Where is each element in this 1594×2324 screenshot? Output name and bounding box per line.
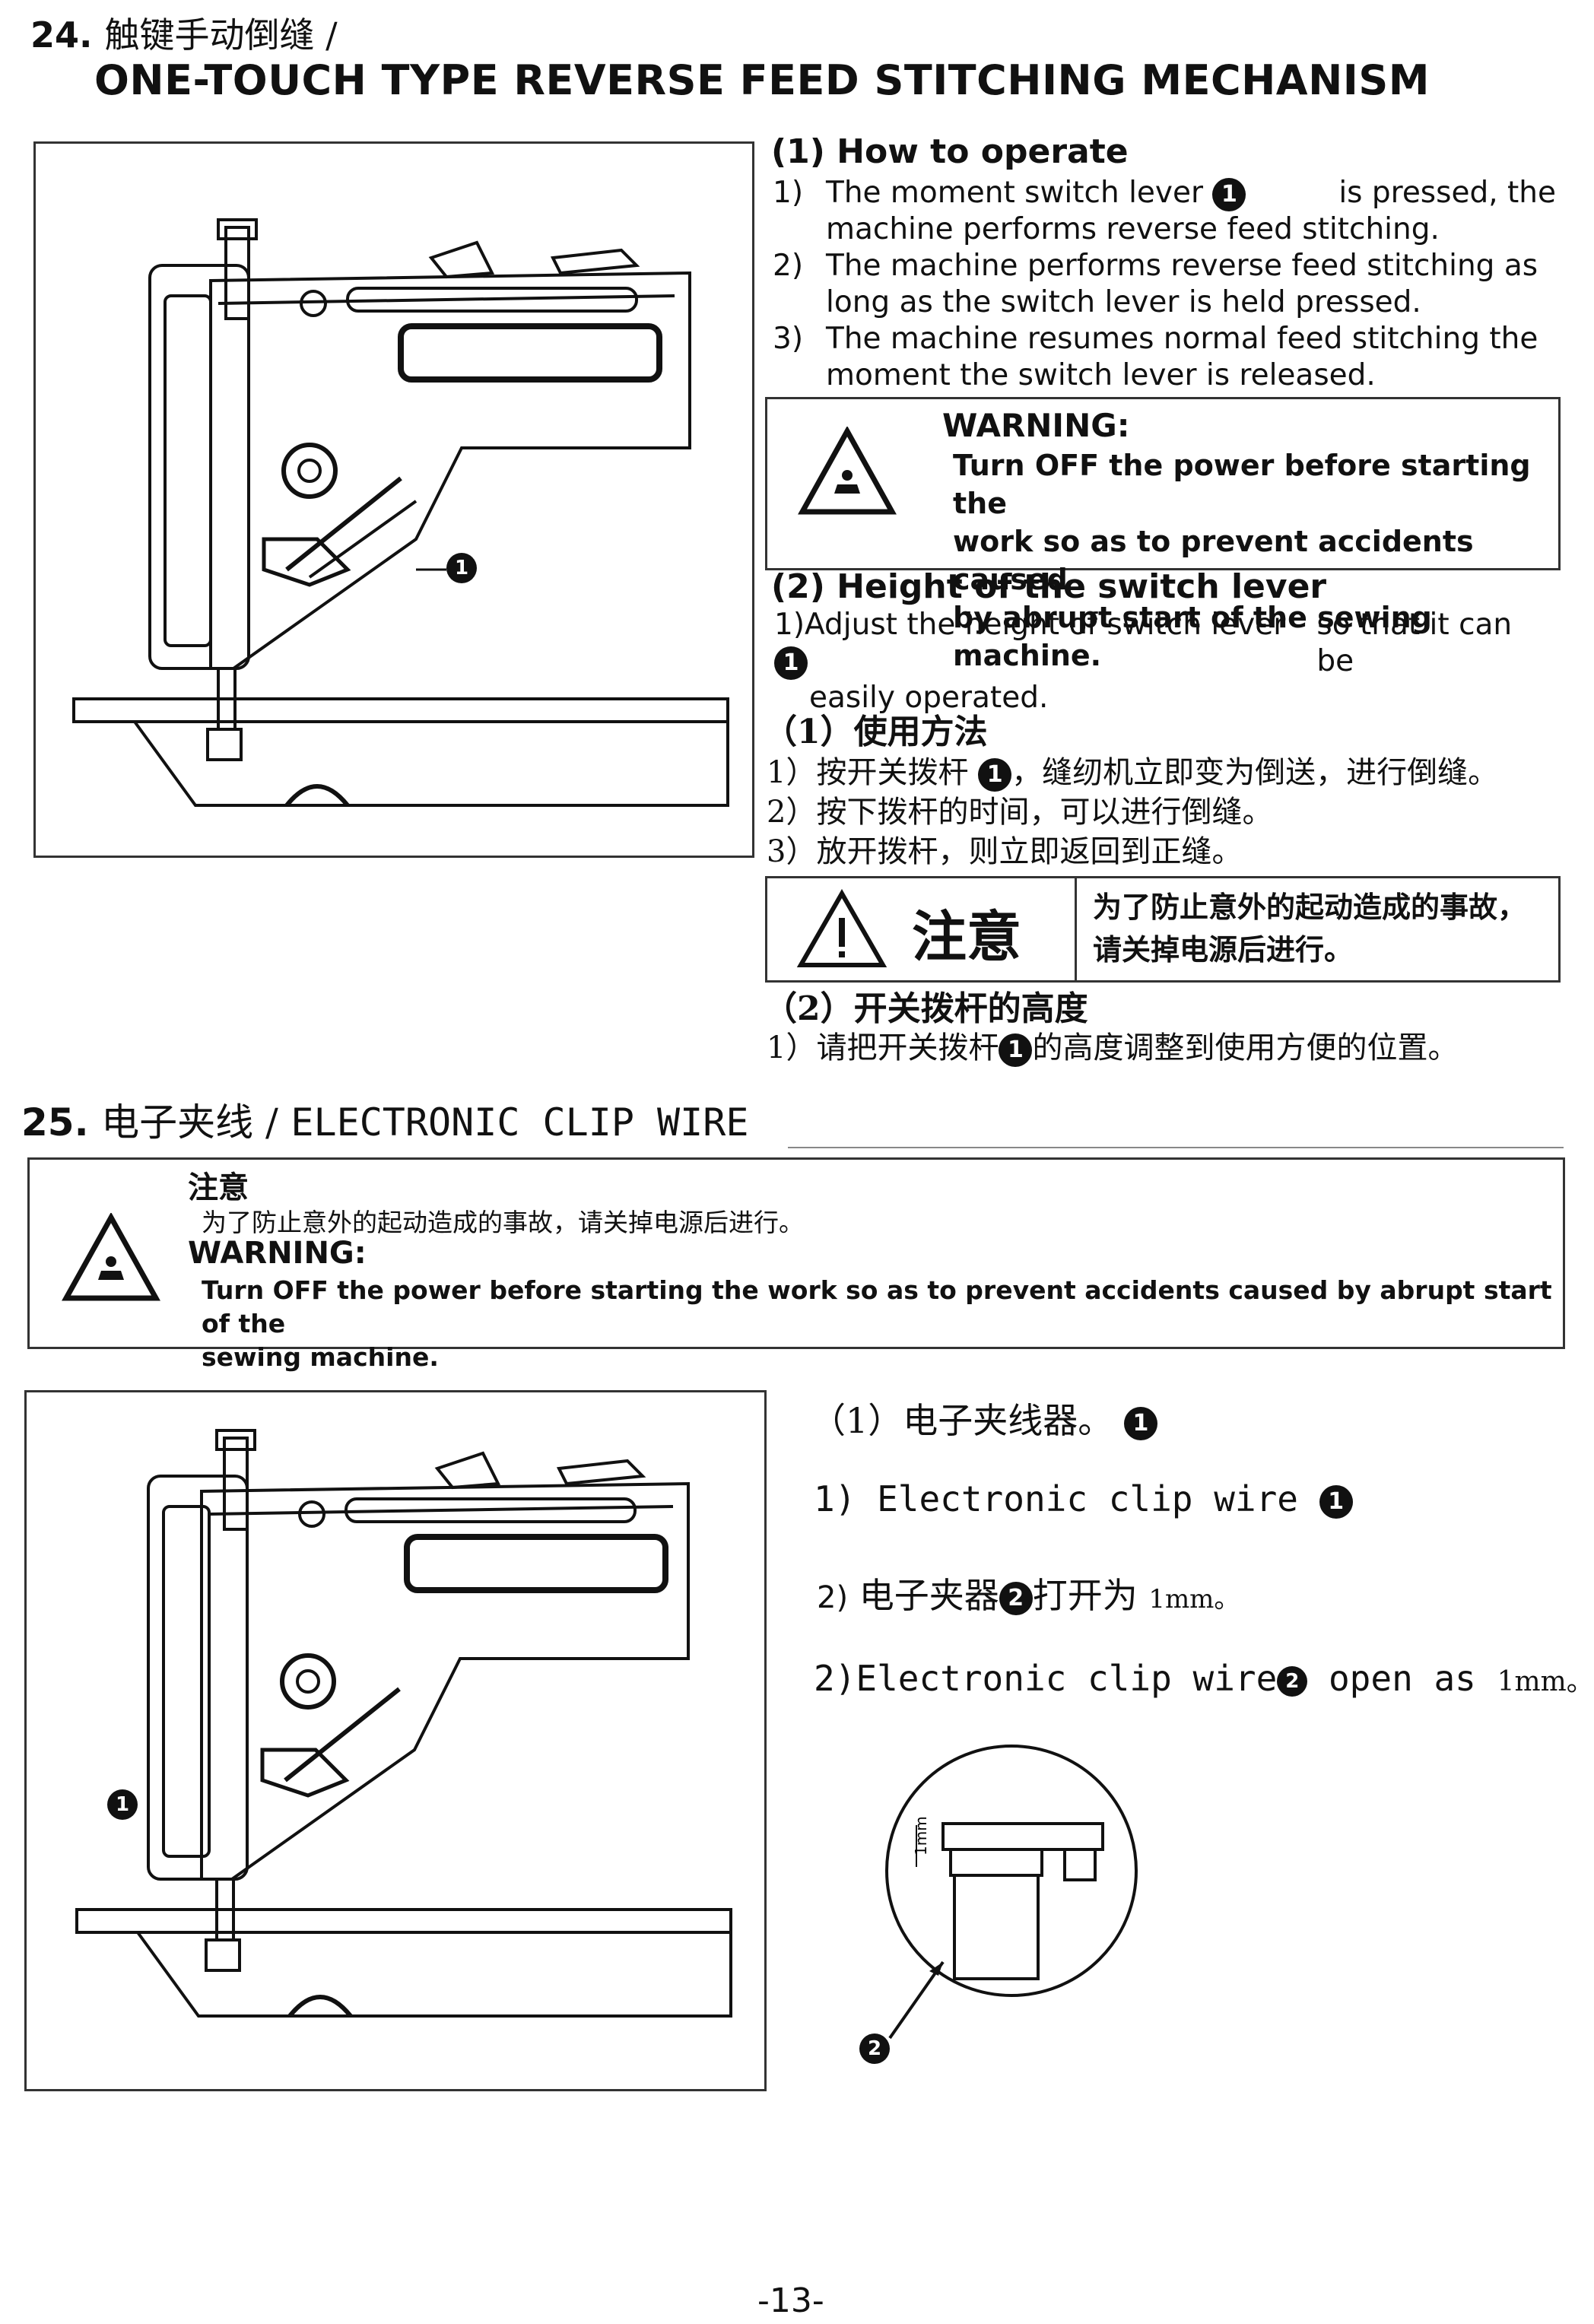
warning-25-en-title: WARNING:	[188, 1236, 367, 1271]
warning-25-en-text: Turn OFF the power before starting the w…	[202, 1275, 1552, 1372]
section-25-title-en: ELECTRONIC CLIP WIRE	[291, 1100, 749, 1145]
cn-warning-text: 为了防止意外的起动造成的事故， 请关掉电源后进行。	[1093, 890, 1527, 967]
sewing-machine-illustration	[72, 218, 729, 807]
section-24-title-cn: 触键手动倒缝 /	[104, 14, 338, 56]
warning-25-cn-text: 为了防止意外的起动造成的事故，请关掉电源后进行。	[202, 1208, 804, 1237]
cn-warning-title: 注意	[912, 904, 1022, 969]
exclamation-warning-icon	[796, 889, 887, 967]
figure-sewing-machine-24: 1	[33, 141, 754, 858]
warning-box-25: 注意 为了防止意外的起动造成的事故，请关掉电源后进行。 WARNING: Tur…	[27, 1157, 1565, 1372]
marker-1-icon: 1	[1212, 177, 1246, 211]
cn-height-heading: （2）开关拨杆的高度	[764, 989, 1088, 1028]
page-number: -13-	[757, 2281, 824, 2320]
warning-title: WARNING:	[942, 407, 1130, 444]
clip-item-en-1: 1) Electronic clip wire 1	[814, 1478, 1353, 1519]
height-heading: (2) Height of the switch lever	[771, 567, 1327, 606]
gap-dimension-label: 1mm	[912, 1816, 930, 1856]
cn-operate-item-2: 2）按下拨杆的时间，可以进行倒缝。	[767, 795, 1273, 830]
marker-1-icon: 1	[774, 646, 808, 680]
section-25-heading: 25. 电子夹线 / ELECTRONIC CLIP WIRE	[21, 1092, 748, 1147]
height-item-1: 1)Adjust the height of switch lever1 so …	[774, 608, 1513, 715]
callout-marker-1: 1	[446, 553, 477, 583]
clip-detail-illustration: 1mm	[885, 1745, 1138, 2040]
operate-item-1: 1)The moment switch lever 1 is pressed, …	[773, 176, 1556, 246]
sewing-machine-illustration	[75, 1429, 732, 2018]
cn-operate-item-3: 3）放开拨杆，则立即返回到正缝。	[767, 834, 1243, 869]
section-24-heading: 24. 触键手动倒缝 /	[30, 8, 338, 58]
cn-operate-list: 1）按开关拨杆 1，缝纫机立即变为倒送，进行倒缝。 2）按下拨杆的时间，可以进行…	[767, 753, 1557, 872]
callout-marker-2: 2	[859, 2034, 890, 2064]
marker-2-icon: 2	[999, 1582, 1033, 1615]
section-24-title-en: ONE-TOUCH TYPE REVERSE FEED STITCHING ME…	[94, 56, 1430, 104]
warning-box-en: WARNING: Turn OFF the power before start…	[765, 397, 1561, 672]
warning-text: Turn OFF the power before starting the w…	[953, 449, 1531, 672]
cn-operate-item-1: 1）按开关拨杆 1，缝纫机立即变为倒送，进行倒缝。	[767, 755, 1499, 792]
warning-25-cn-title: 注意	[188, 1170, 249, 1205]
section-24-number: 24.	[30, 14, 93, 56]
section-divider	[788, 1147, 1564, 1148]
hand-warning-icon	[62, 1213, 160, 1301]
marker-1-icon: 1	[999, 1033, 1033, 1067]
marker-1-icon: 1	[1123, 1407, 1157, 1440]
section-25-number: 25.	[21, 1100, 89, 1145]
hand-warning-icon	[798, 427, 897, 515]
clip-item-cn-1: （1）电子夹线器。 1	[811, 1393, 1157, 1443]
clip-detail-figure: 1mm 2	[844, 1734, 1164, 2068]
marker-2-icon: 2	[1277, 1665, 1308, 1697]
callout-marker-1: 1	[107, 1789, 138, 1820]
section-25-title-cn: 电子夹线 /	[101, 1100, 278, 1145]
operate-item-2: 2)The machine performs reverse feed stit…	[773, 249, 1538, 319]
how-to-operate-heading: (1) How to operate	[771, 132, 1129, 171]
operate-item-3: 3)The machine resumes normal feed stitch…	[773, 322, 1538, 392]
figure-sewing-machine-25: 1	[24, 1390, 767, 2091]
marker-1-icon: 1	[978, 758, 1012, 792]
warning-box-cn: 注意 为了防止意外的起动造成的事故， 请关掉电源后进行。	[765, 876, 1561, 983]
marker-1-icon: 1	[1319, 1484, 1353, 1519]
cn-operate-heading: （1）使用方法	[764, 713, 988, 751]
